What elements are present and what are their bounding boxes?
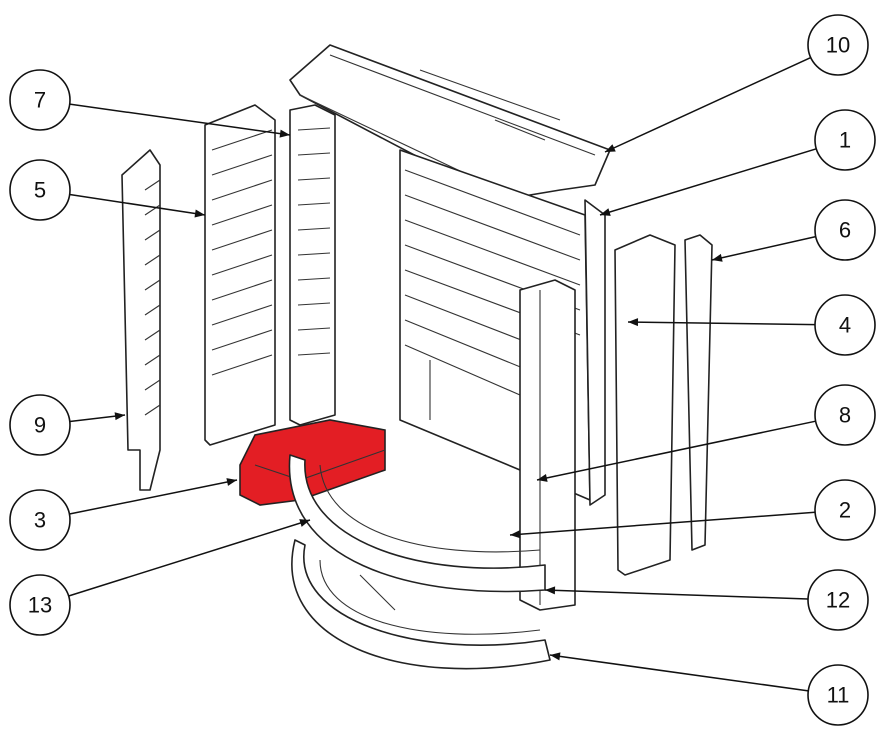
callout-5: 5 bbox=[9, 159, 206, 221]
part-11-lower-ring bbox=[291, 539, 551, 670]
back-wall-ribs bbox=[404, 169, 581, 420]
leader-arrowhead bbox=[537, 474, 548, 482]
leader-arrowhead bbox=[510, 530, 521, 539]
leader-line bbox=[69, 103, 291, 136]
leader-line bbox=[711, 235, 816, 261]
leader-line bbox=[599, 148, 817, 216]
part-7-ribs bbox=[297, 127, 331, 356]
leader-arrowhead bbox=[550, 652, 561, 661]
leader-line bbox=[68, 519, 311, 597]
part-5-side-panel bbox=[204, 104, 276, 446]
callout-circle bbox=[9, 574, 71, 636]
callout-circle bbox=[814, 479, 876, 541]
callout-circle bbox=[9, 69, 71, 131]
part-12-13-front-ring bbox=[288, 454, 546, 593]
part-9-ribs bbox=[144, 179, 161, 416]
callout-11: 11 bbox=[549, 652, 869, 726]
callout-8: 8 bbox=[536, 384, 876, 482]
callout-3: 3 bbox=[9, 478, 238, 551]
part-11-detail bbox=[319, 559, 541, 635]
leader-line bbox=[69, 193, 206, 216]
callout-number: 2 bbox=[839, 498, 851, 523]
callout-number: 6 bbox=[839, 218, 851, 243]
leader-arrowhead bbox=[605, 144, 616, 152]
leader-line bbox=[509, 511, 816, 536]
part-7-rib-panel bbox=[289, 104, 336, 426]
leader-line bbox=[549, 654, 809, 692]
leader-arrowhead bbox=[194, 209, 205, 218]
callout-1: 1 bbox=[599, 109, 876, 216]
callout-number: 12 bbox=[826, 588, 850, 613]
callout-circle bbox=[814, 199, 876, 261]
callout-number: 4 bbox=[839, 313, 851, 338]
callout-number: 9 bbox=[34, 413, 46, 438]
callout-circle bbox=[807, 569, 869, 631]
callout-circle bbox=[9, 489, 71, 551]
callout-13: 13 bbox=[9, 519, 311, 636]
leader-arrowhead bbox=[226, 478, 237, 486]
callout-9: 9 bbox=[9, 394, 126, 456]
leader-arrowhead bbox=[712, 253, 723, 262]
part-9-rib-strip bbox=[121, 149, 161, 491]
callout-number: 1 bbox=[839, 128, 851, 153]
callout-circle bbox=[814, 384, 876, 446]
callout-circle bbox=[814, 294, 876, 356]
leader-arrowhead bbox=[114, 412, 125, 421]
part-5-ribs bbox=[211, 129, 273, 376]
callout-4: 4 bbox=[627, 294, 876, 356]
callout-circle bbox=[9, 159, 71, 221]
callouts-layer: 10 7 1 5 6 4 9 8 3 2 13 12 11 bbox=[9, 14, 876, 726]
part-10-detail bbox=[299, 54, 596, 191]
callout-10: 10 bbox=[604, 14, 869, 153]
callout-12: 12 bbox=[544, 569, 869, 631]
part-3-highlighted-brick bbox=[239, 419, 386, 506]
callout-circle bbox=[807, 664, 869, 726]
callout-2: 2 bbox=[509, 479, 876, 541]
leader-arrowhead bbox=[299, 519, 310, 527]
callout-number: 10 bbox=[826, 33, 850, 58]
callout-7: 7 bbox=[9, 69, 291, 138]
leader-arrowhead bbox=[279, 129, 290, 138]
callout-circle bbox=[814, 109, 876, 171]
parts-layer bbox=[121, 44, 713, 670]
part-8-front-pillar bbox=[519, 279, 576, 611]
leader-line bbox=[604, 56, 812, 153]
leader-line bbox=[536, 420, 816, 481]
callout-number: 7 bbox=[34, 88, 46, 113]
part-1-side-plate bbox=[584, 199, 606, 506]
part-12-inner-edge bbox=[319, 464, 541, 553]
callout-number: 11 bbox=[827, 683, 850, 708]
leader-line bbox=[69, 479, 238, 515]
leader-arrowhead bbox=[600, 208, 611, 216]
leader-arrowhead bbox=[545, 586, 556, 595]
callout-number: 3 bbox=[34, 508, 46, 533]
leader-line bbox=[627, 321, 816, 326]
callout-6: 6 bbox=[711, 199, 876, 262]
callout-circle bbox=[9, 394, 71, 456]
callout-number: 13 bbox=[28, 593, 52, 618]
part-4-side-panel bbox=[614, 234, 676, 576]
callout-number: 5 bbox=[34, 178, 46, 203]
callout-circle bbox=[807, 14, 869, 76]
leader-arrowhead bbox=[628, 318, 639, 327]
leader-line bbox=[544, 589, 809, 600]
part-10-top-baffle bbox=[289, 44, 611, 201]
part-6-strip bbox=[684, 234, 713, 551]
callout-number: 8 bbox=[839, 403, 851, 428]
